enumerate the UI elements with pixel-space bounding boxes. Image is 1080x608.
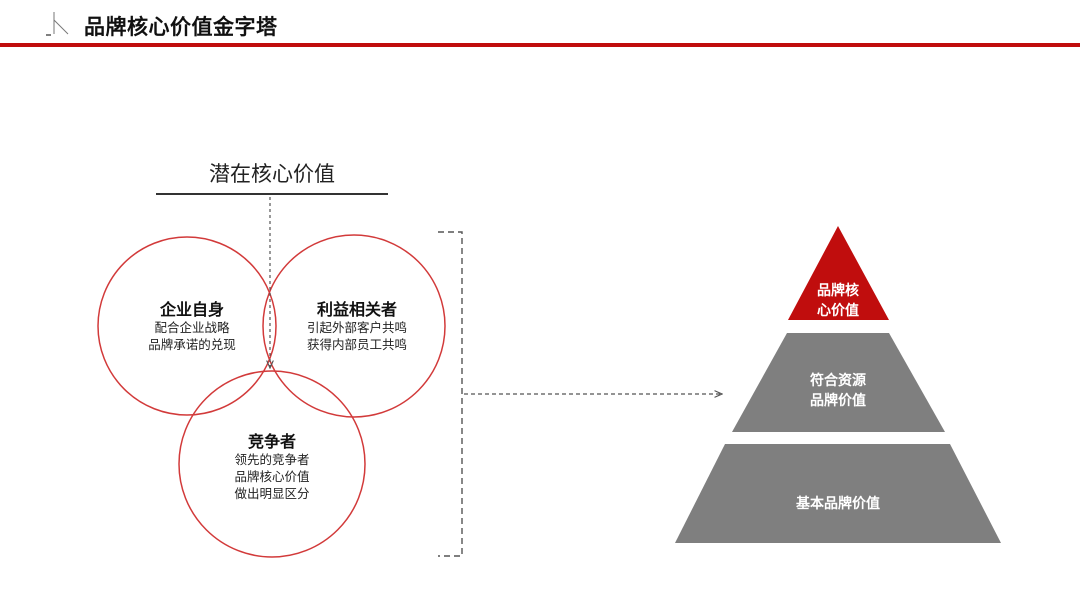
venn-line: 品牌承诺的兑现 (148, 337, 236, 352)
page-title: 品牌核心价值金字塔 (84, 15, 278, 39)
venn-line: 做出明显区分 (234, 486, 310, 501)
pyramid-base-level (675, 444, 1001, 543)
pyramid-label-top: 品牌核 心价值 (817, 283, 859, 319)
venn-heading-underline (156, 193, 388, 195)
venn-line: 引起外部客户共鸣 (306, 320, 407, 335)
title-bar: 品牌核心价值金字塔 (0, 0, 1080, 48)
venn-heading: 潜在核心价值 (209, 162, 335, 186)
venn-line: 获得内部员工共鸣 (306, 337, 407, 352)
pyramid-top-level (788, 226, 889, 320)
pyramid-label-base: 基本品牌价值 (796, 496, 880, 512)
venn-circle-company (97, 236, 277, 416)
pyramid-label-middle: 符合资源 品牌价值 (810, 373, 866, 409)
dashed-bracket (438, 231, 463, 557)
corner-mark-icon (46, 12, 69, 36)
title-divider (0, 43, 1080, 47)
venn-line: 配合企业战略 (154, 320, 230, 335)
venn-text-competitors: 竞争者 领先的竞争者 品牌核心价值 做出明显区分 (207, 433, 337, 502)
venn-line: 领先的竞争者 (234, 452, 310, 467)
venn-title-company: 企业自身 (159, 300, 224, 319)
venn-circle-competitors (178, 370, 366, 558)
venn-line: 品牌核心价值 (234, 469, 310, 484)
venn-title-competitors: 竞争者 (247, 432, 296, 451)
pyramid-middle-level (732, 333, 945, 432)
venn-title-stakeholders: 利益相关者 (316, 300, 397, 319)
venn-text-stakeholders: 利益相关者 引起外部客户共鸣 获得内部员工共鸣 (287, 301, 427, 353)
venn-circle-stakeholders (262, 234, 446, 418)
venn-text-company: 企业自身 配合企业战略 品牌承诺的兑现 (127, 301, 257, 353)
